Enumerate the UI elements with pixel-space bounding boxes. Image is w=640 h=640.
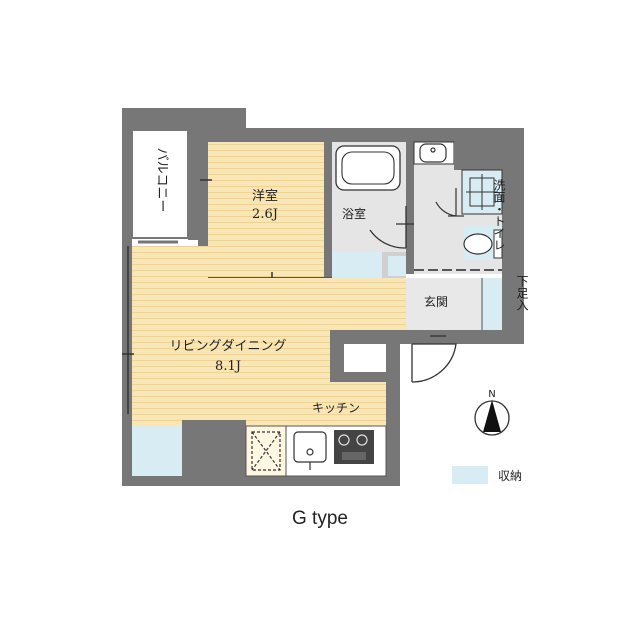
compass-icon: N [474, 389, 510, 436]
entrance-door-icon [411, 343, 457, 383]
lower-storage [132, 420, 387, 477]
fridge-icon [251, 431, 281, 471]
living-dining-size: 8.1J [215, 359, 241, 374]
kitchen-name: キッチン [312, 401, 360, 415]
western-room-size: 2.6J [252, 207, 278, 222]
compass-label: N [488, 389, 495, 400]
bathroom-door-icon [369, 206, 407, 249]
bathroom: 浴室 [332, 142, 418, 278]
toilet-icon [463, 226, 503, 260]
legend: 収納 [452, 466, 522, 484]
entrance: 玄関 下足入 [406, 275, 529, 383]
stove-icon [334, 430, 374, 464]
bathroom-name: 浴室 [342, 206, 366, 221]
western-room: 洋室 2.6J [198, 142, 332, 284]
plan-caption: G type [292, 508, 348, 529]
bathtub-icon [335, 145, 401, 191]
washroom-toilet: 洗面・トイレ [413, 141, 506, 274]
western-room-name: 洋室 [252, 188, 278, 204]
balcony-label: バルコニー [154, 148, 169, 213]
balcony: バルコニー [131, 129, 208, 244]
storage-legend-label: 収納 [498, 468, 523, 483]
entrance-name: 玄関 [424, 294, 448, 309]
storage-swatch [452, 466, 488, 484]
outer-walls [122, 108, 524, 486]
washbasin-icon [419, 143, 447, 163]
living-dining-name: リビングダイニング [169, 339, 286, 354]
washing-machine-icon [461, 169, 503, 215]
living-dining: リビングダイニング 8.1J キッチン [122, 246, 406, 426]
sink-icon [293, 431, 327, 470]
